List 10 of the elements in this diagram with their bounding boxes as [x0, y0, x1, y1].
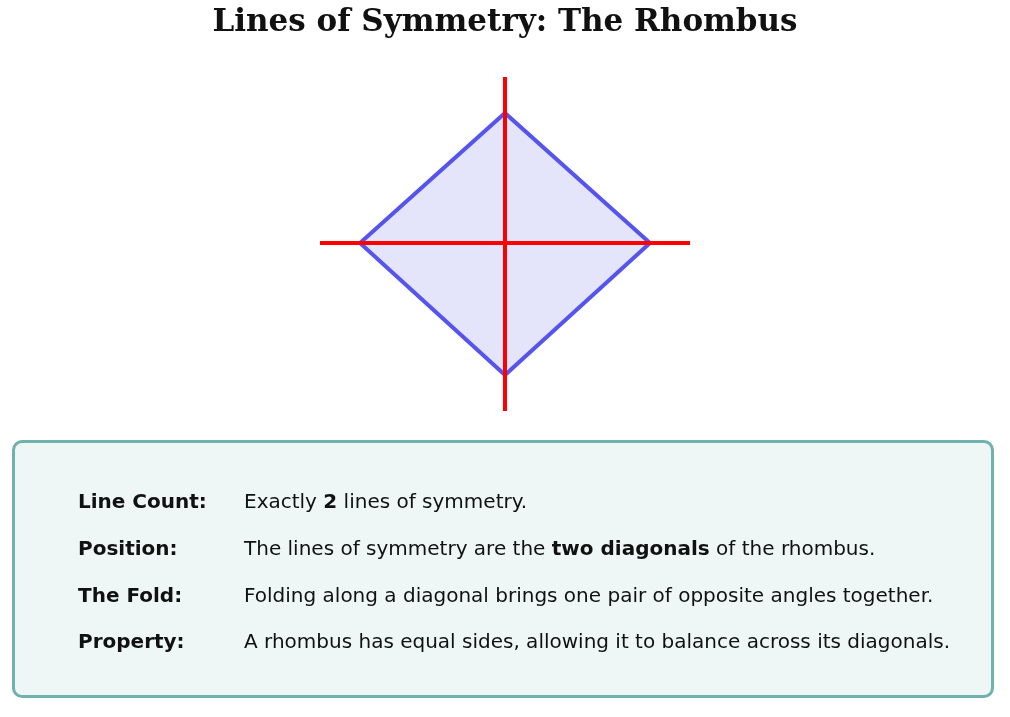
property-label: Property:	[78, 629, 185, 653]
property-text: Folding along a diagonal brings one pair of opposite angles together.	[244, 583, 934, 607]
property-label: Line Count:	[78, 489, 207, 513]
property-text: The lines of symmetry are the two diagonals of the rhombus.	[244, 536, 876, 560]
property-text: A rhombus has equal sides, allowing it to balance across its diagonals.	[244, 629, 950, 653]
property-text: Exactly 2 lines of symmetry.	[244, 489, 528, 513]
title: Lines of Symmetry: The Rhombus	[212, 2, 798, 38]
property-label: Position:	[78, 536, 178, 560]
info-panel	[12, 440, 994, 698]
property-label: The Fold:	[78, 583, 183, 607]
